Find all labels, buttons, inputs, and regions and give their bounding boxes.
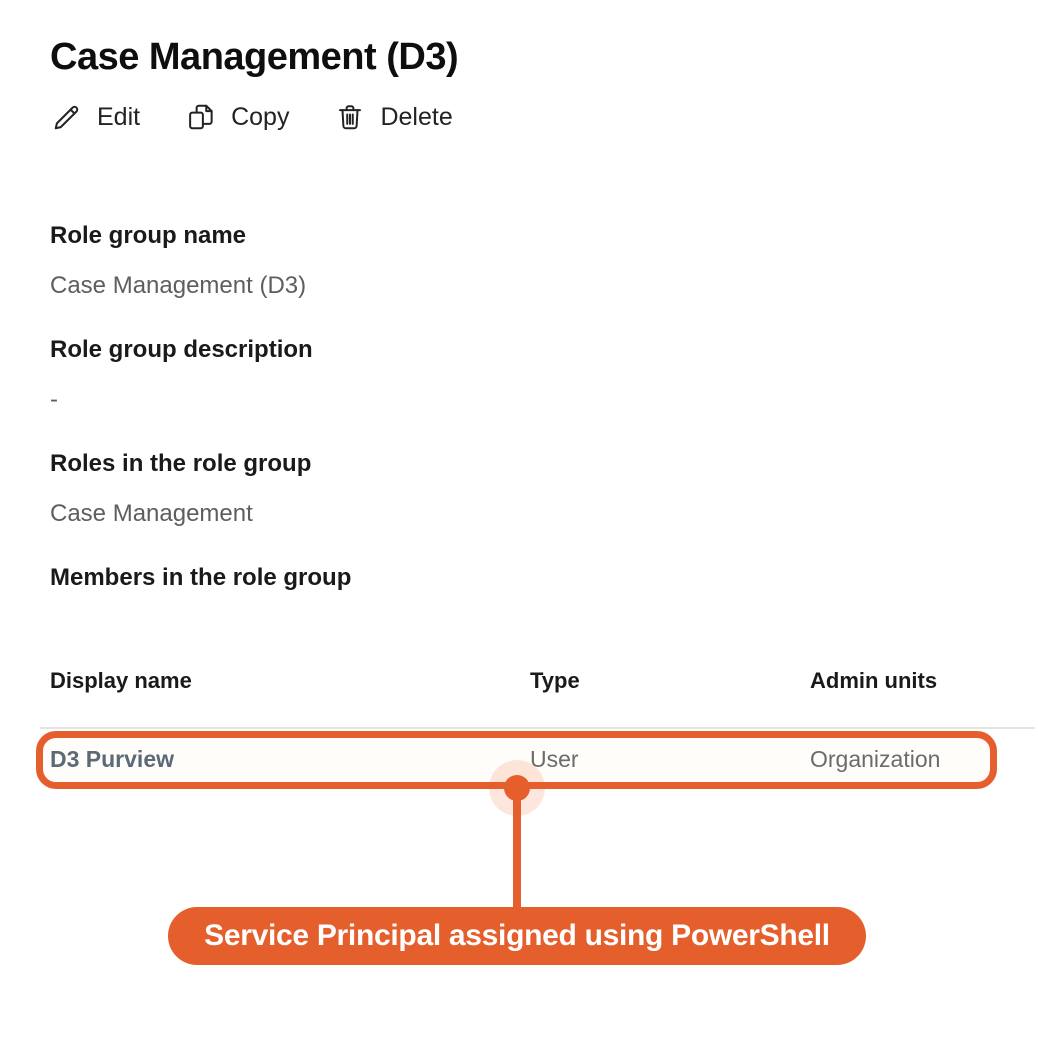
members-table-header: Display name Type Admin units bbox=[0, 668, 1038, 694]
role-group-name-label: Role group name bbox=[50, 222, 247, 249]
connector-dot bbox=[504, 775, 530, 801]
role-group-name-value: Case Management (D3) bbox=[50, 272, 307, 299]
trash-icon bbox=[335, 102, 365, 132]
role-group-description-label: Role group description bbox=[50, 336, 313, 363]
annotation-callout-label: Service Principal assigned using PowerSh… bbox=[204, 919, 830, 952]
connector-line bbox=[513, 788, 521, 909]
copy-button-label: Copy bbox=[231, 102, 290, 131]
member-display-name: D3 Purview bbox=[50, 746, 174, 772]
role-group-description-value: - bbox=[50, 386, 58, 413]
column-header-type: Type bbox=[530, 668, 580, 693]
member-admin-units: Organization bbox=[810, 746, 941, 772]
annotation-callout-pill: Service Principal assigned using PowerSh… bbox=[168, 907, 866, 965]
members-heading: Members in the role group bbox=[50, 564, 352, 591]
copy-button[interactable]: Copy bbox=[184, 98, 291, 136]
table-divider bbox=[40, 727, 1035, 729]
roles-in-role-group-value: Case Management bbox=[50, 500, 253, 527]
edit-button-label: Edit bbox=[97, 102, 141, 131]
column-header-admin-units: Admin units bbox=[810, 668, 938, 693]
edit-button[interactable]: Edit bbox=[50, 98, 142, 136]
pencil-icon bbox=[52, 102, 82, 132]
delete-button-label: Delete bbox=[380, 102, 453, 131]
column-header-display-name: Display name bbox=[50, 668, 192, 693]
delete-button[interactable]: Delete bbox=[333, 98, 454, 136]
toolbar: Edit Copy Delete bbox=[50, 98, 455, 136]
page-title: Case Management (D3) bbox=[50, 36, 459, 78]
table-row[interactable]: D3 Purview User Organization bbox=[0, 745, 1038, 773]
member-type: User bbox=[530, 746, 579, 772]
copy-icon bbox=[186, 102, 216, 132]
roles-in-role-group-label: Roles in the role group bbox=[50, 450, 312, 477]
